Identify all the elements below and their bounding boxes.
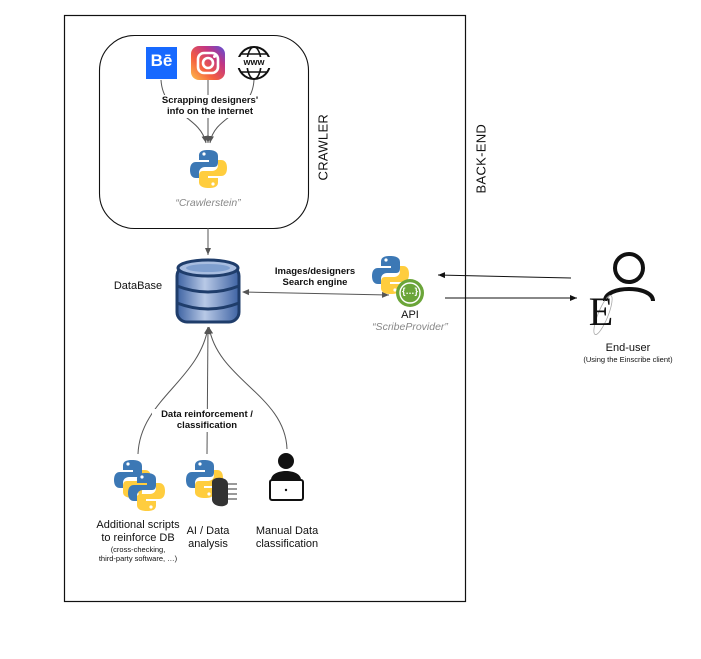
globe-www-icon xyxy=(237,46,271,80)
crawler-name: “Crawlerstein” xyxy=(175,197,241,209)
edge-ai-to-database xyxy=(204,326,211,455)
manual-title-line1: Manual Data xyxy=(255,525,319,537)
crawler-python-icon xyxy=(190,150,227,188)
api-badge-icon xyxy=(396,279,424,307)
search-edge-label: Images/designers Search engine xyxy=(260,266,370,289)
scripts-label: Additional scripts to reinforce DB (cros… xyxy=(86,519,190,563)
edge-scripts-to-database xyxy=(137,326,210,455)
api-name: “ScribeProvider” xyxy=(372,321,448,333)
crawler-boundary xyxy=(98,34,310,230)
einscribe-logo-icon xyxy=(593,295,613,335)
edge-database-api xyxy=(242,289,390,298)
search-edge-label-line2: Search engine xyxy=(282,277,348,289)
scrape-edge-label: Scrapping designers' info on the interne… xyxy=(150,95,270,118)
user-icon xyxy=(603,252,655,302)
reinforcement-edge-label-line2: classification xyxy=(176,420,238,432)
person-laptop-icon xyxy=(269,453,304,501)
behance-label: Bē xyxy=(150,51,173,70)
api-label: API xyxy=(401,309,419,321)
einscribe-logo-letter: E xyxy=(588,289,614,334)
search-edge-label-line1: Images/designers xyxy=(274,266,356,277)
ai-title-line1: AI / Data xyxy=(186,525,230,537)
reinforcement-edge-label-line1: Data reinforcement / xyxy=(161,409,253,420)
scrape-edge-label-line2: info on the internet xyxy=(166,106,254,118)
api-badge-label: {…} xyxy=(401,286,418,296)
database-icon xyxy=(175,258,241,324)
scripts-title-line2: to reinforce DB xyxy=(101,532,175,545)
backend-region-label: BACK-END xyxy=(473,123,489,194)
crawler-region-label: CRAWLER xyxy=(315,113,331,181)
instagram-icon xyxy=(191,46,225,80)
ai-brain-icon xyxy=(212,477,237,507)
backend-boundary xyxy=(63,14,467,603)
www-label: www xyxy=(243,57,265,67)
scrape-edge-label-line1: Scrapping designers' xyxy=(161,95,259,106)
edge-manual-to-database xyxy=(207,326,288,450)
scripts-note-line2: third-party software, …) xyxy=(98,554,178,564)
ai-label: AI / Data analysis xyxy=(180,525,236,551)
behance-icon xyxy=(146,47,177,79)
manual-label: Manual Data classification xyxy=(248,525,326,551)
edge-enduser-to-api xyxy=(437,272,572,279)
database-label: DataBase xyxy=(113,280,163,292)
scripts-python-icon-secondary xyxy=(128,473,165,511)
manual-title-line2: classification xyxy=(255,538,319,551)
scripts-note-line1: (cross-checking, xyxy=(110,545,166,555)
ai-title-line2: analysis xyxy=(188,538,228,551)
reinforcement-edge-label: Data reinforcement / classification xyxy=(152,409,262,432)
end-user-label: End-user xyxy=(605,342,651,354)
scripts-title-line1: Additional scripts xyxy=(96,519,180,531)
end-user-sublabel: (Using the Einscribe client) xyxy=(583,355,673,364)
